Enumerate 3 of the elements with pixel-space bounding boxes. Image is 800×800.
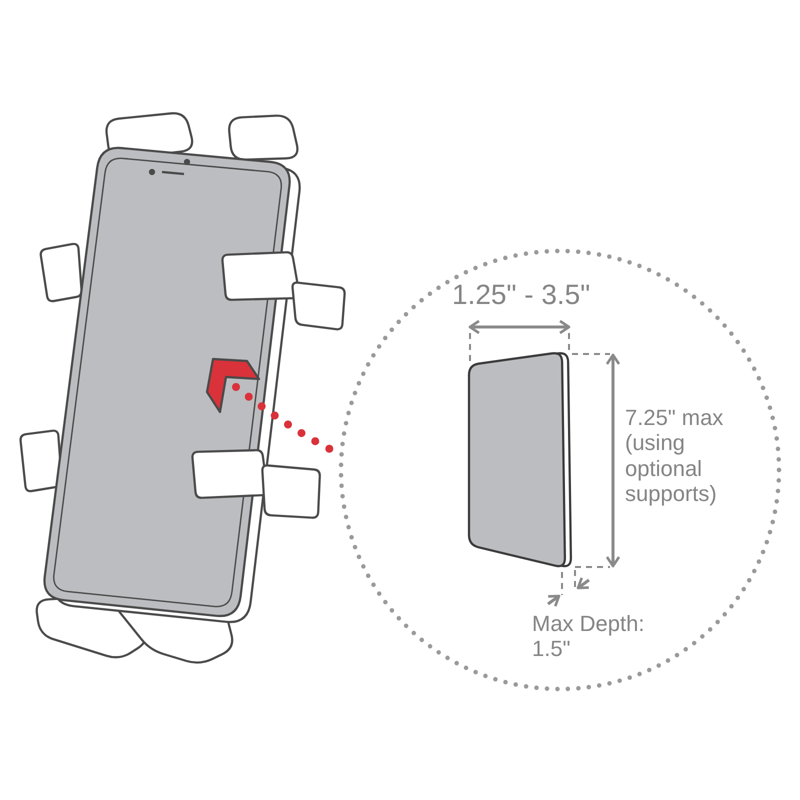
dimension-label: Max Depth: 1.5" (532, 611, 646, 662)
dimension-label: 7.25" max (using optional supports) (625, 405, 724, 506)
dimension-label: 1.25" - 3.5" (452, 279, 590, 312)
